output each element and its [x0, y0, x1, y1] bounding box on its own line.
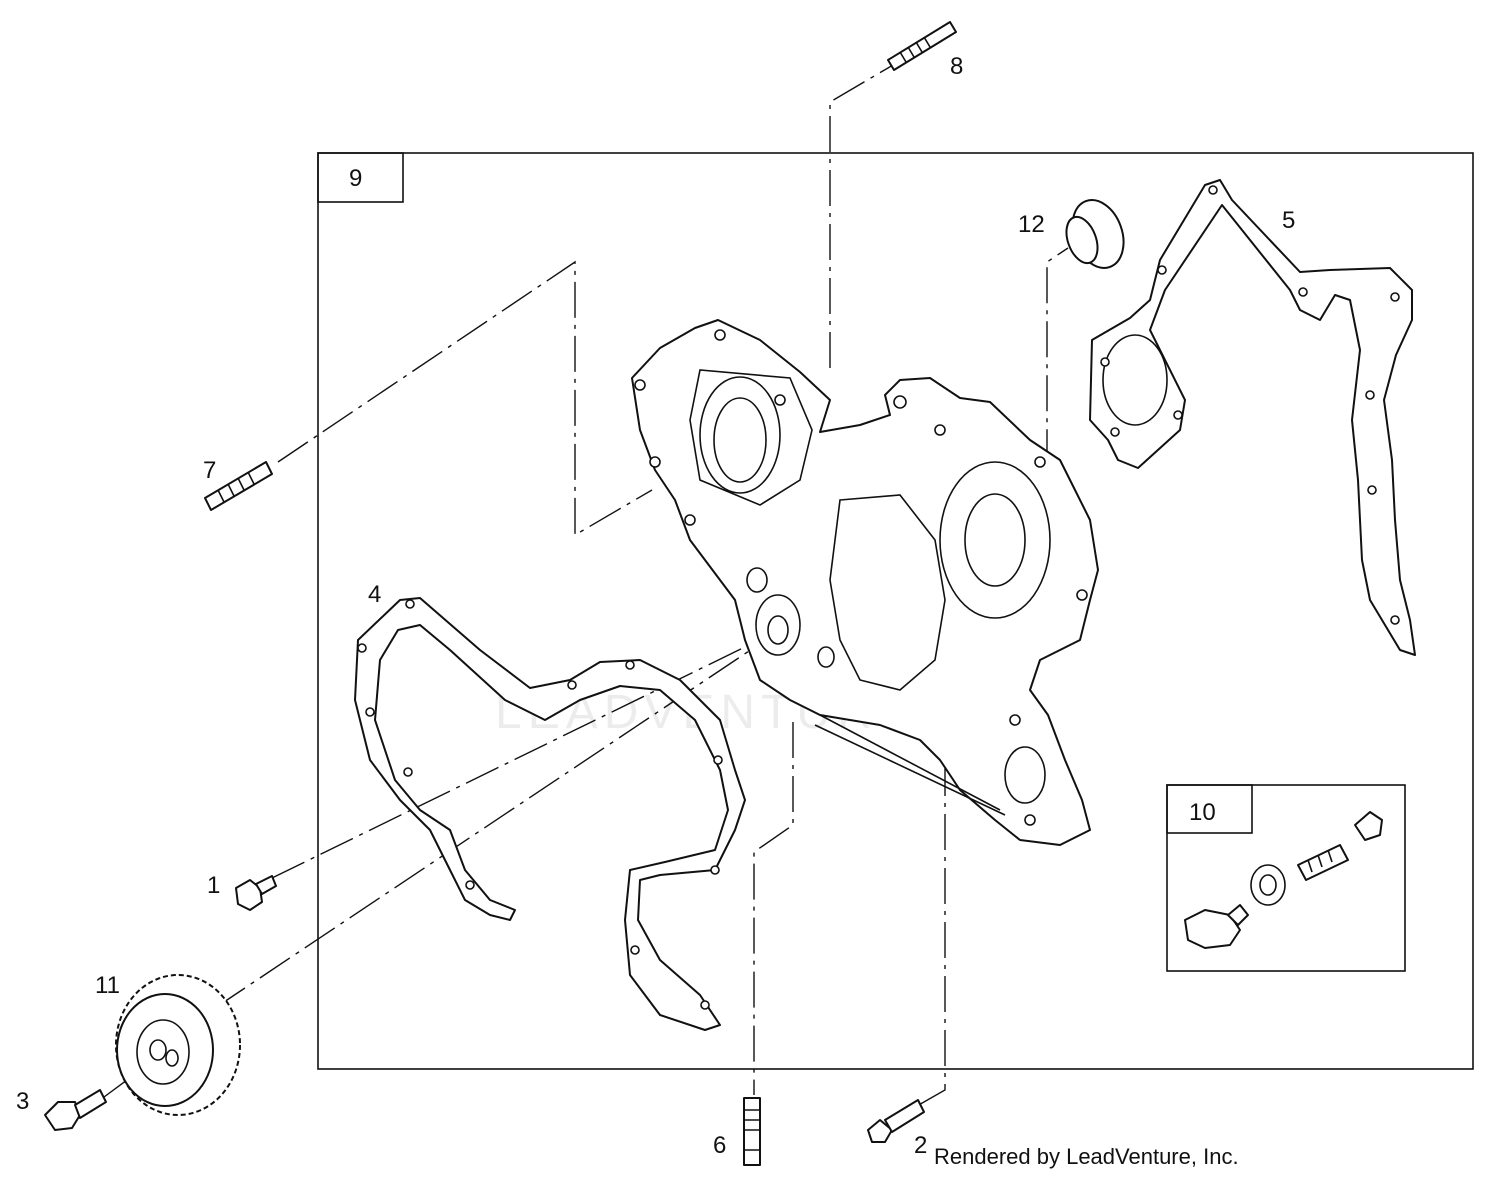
part-label-8[interactable]: 8 [950, 53, 963, 80]
part-label-4[interactable]: 4 [368, 581, 381, 608]
gasket-part-5 [1089, 179, 1416, 656]
timing-cover [631, 319, 1099, 846]
bolt-part-2 [867, 1099, 925, 1143]
pressure-relief-kit-10 [1184, 811, 1383, 949]
part-label-12[interactable]: 12 [1018, 211, 1045, 238]
part-label-3[interactable]: 3 [16, 1088, 29, 1115]
part-label-10[interactable]: 10 [1189, 799, 1216, 826]
part-label-5[interactable]: 5 [1282, 207, 1295, 234]
part-label-9[interactable]: 9 [349, 165, 362, 192]
stud-part-7 [204, 461, 273, 511]
stud-part-6 [743, 1097, 761, 1166]
bolt-part-3 [44, 1089, 107, 1131]
assembly-tag-9 [317, 152, 404, 203]
gasket-part-4 [354, 597, 746, 1031]
stud-part-8 [887, 21, 957, 71]
kit-box-10 [1166, 784, 1406, 972]
part-label-11[interactable]: 11 [95, 972, 120, 999]
kit-tag-10 [1166, 784, 1253, 834]
part-label-2[interactable]: 2 [914, 1132, 927, 1159]
bolt-part-1 [235, 875, 277, 911]
gear-part-11 [115, 974, 241, 1116]
part-label-1[interactable]: 1 [207, 872, 220, 899]
part-label-6[interactable]: 6 [713, 1132, 726, 1159]
seal-part-12 [1065, 199, 1125, 269]
part-label-7[interactable]: 7 [203, 457, 216, 484]
render-credit: Rendered by LeadVenture, Inc. [934, 1144, 1239, 1169]
assembly-box-9 [317, 152, 1474, 1070]
